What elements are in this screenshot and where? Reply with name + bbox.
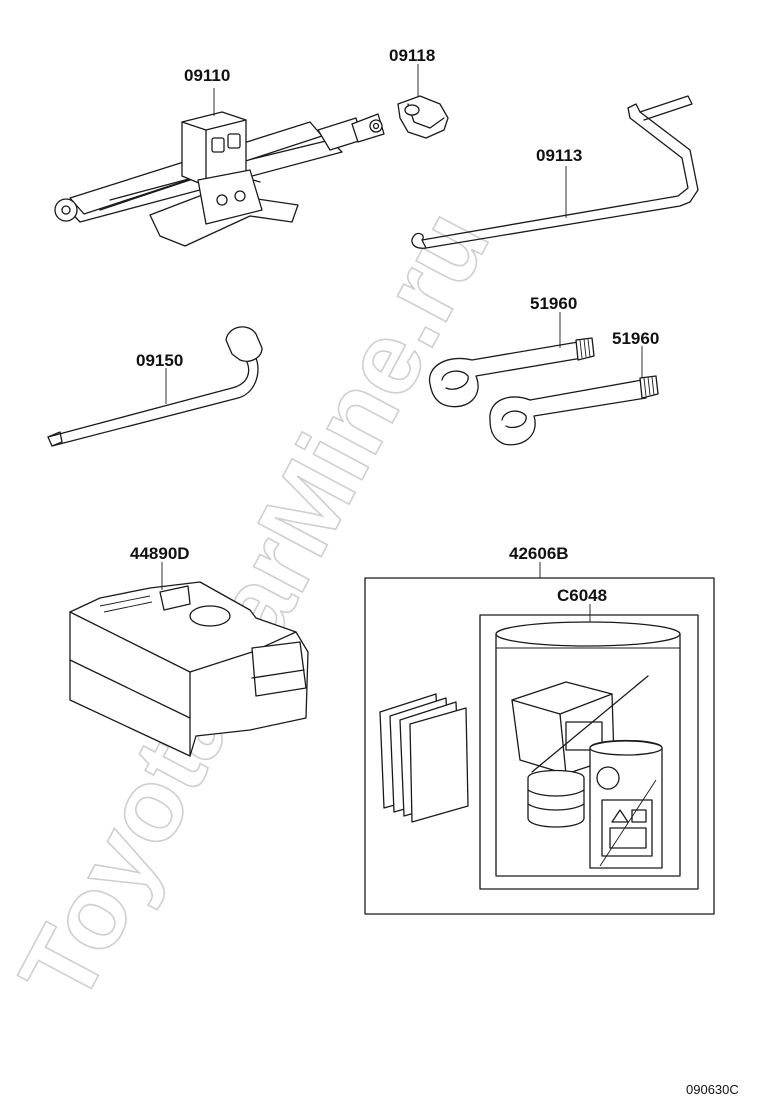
label-09113: 09113: [536, 146, 582, 165]
jack-handle-drawing: [411, 95, 699, 249]
label-09118: 09118: [389, 46, 435, 65]
label-51960-a: 51960: [530, 294, 577, 313]
diagram-code: 090630C: [686, 1082, 739, 1097]
label-51960-b: 51960: [612, 329, 659, 348]
label-C6048: C6048: [557, 586, 607, 605]
towing-eye-2-drawing: [489, 346, 659, 446]
tool-bag-drawing: [69, 562, 309, 757]
jack-handle-end-drawing: [397, 64, 449, 139]
towing-eye-1-drawing: [428, 312, 595, 408]
wheel-nut-wrench-drawing: [47, 326, 263, 447]
jack-drawing: [54, 88, 385, 247]
label-09150: 09150: [136, 351, 183, 370]
label-44890D: 44890D: [130, 544, 190, 563]
label-42606B: 42606B: [509, 544, 569, 563]
tire-repair-kit-drawing: [364, 562, 715, 915]
label-09110: 09110: [184, 66, 230, 85]
